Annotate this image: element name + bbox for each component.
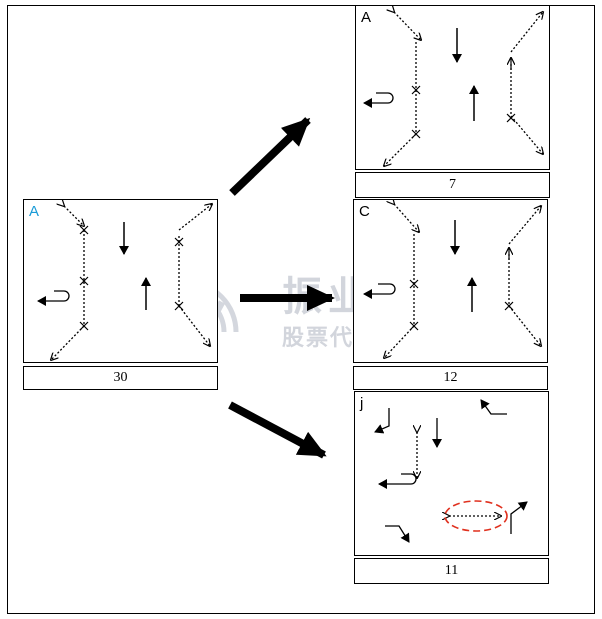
panel-main-tag: A bbox=[29, 203, 40, 220]
panel-top-diagram bbox=[363, 6, 551, 171]
panel-bottom-count: 11 bbox=[354, 558, 549, 584]
bent-arrow bbox=[385, 525, 410, 543]
diagonal-arrow-br bbox=[510, 115, 543, 154]
figure-frame bbox=[7, 5, 595, 614]
cross-mark bbox=[79, 276, 89, 286]
arrow-to-top-panel bbox=[229, 117, 311, 196]
panel-main: A bbox=[23, 199, 218, 363]
panel-top: A bbox=[355, 5, 550, 170]
cross-mark bbox=[506, 113, 516, 123]
panel-bottom-tag: j bbox=[360, 395, 364, 412]
panel-main-count: 30 bbox=[23, 366, 218, 390]
u-turn-arrow bbox=[363, 92, 394, 108]
cross-mark bbox=[174, 237, 184, 247]
diagonal-arrow-tr bbox=[510, 12, 543, 53]
bent-arrow bbox=[480, 399, 507, 415]
panel-top-tag: A bbox=[361, 9, 372, 26]
panel-top-count: 7 bbox=[355, 172, 550, 198]
panel-middle-diagram bbox=[363, 200, 549, 364]
cross-mark bbox=[504, 301, 514, 311]
diagonal-arrow-bl bbox=[384, 133, 417, 166]
panel-bottom: j bbox=[354, 391, 549, 556]
cross-mark bbox=[79, 225, 89, 235]
cross-mark bbox=[174, 301, 184, 311]
highlight-ellipse bbox=[444, 500, 508, 532]
diagonal-arrow-bl bbox=[384, 325, 415, 358]
u-turn-arrow bbox=[37, 290, 70, 306]
panel-bottom-diagram bbox=[374, 399, 528, 543]
panel-middle-count: 12 bbox=[353, 366, 548, 390]
u-turn-arrow bbox=[378, 473, 417, 489]
panel-middle: C bbox=[353, 199, 548, 363]
arrow-to-bottom-panel bbox=[228, 401, 327, 459]
diagonal-arrow-tl bbox=[394, 12, 421, 40]
cross-mark bbox=[409, 321, 419, 331]
bent-arrow bbox=[510, 501, 528, 534]
diagonal-arrow-tl bbox=[64, 206, 84, 226]
cross-mark bbox=[409, 279, 419, 289]
bent-arrow bbox=[374, 408, 390, 434]
panel-middle-tag: C bbox=[359, 203, 370, 220]
panel-main-diagram bbox=[37, 200, 219, 364]
diagonal-arrow-tr bbox=[508, 206, 541, 245]
cross-mark bbox=[79, 321, 89, 331]
u-turn-arrow bbox=[363, 283, 396, 299]
cross-mark bbox=[411, 129, 421, 139]
cross-mark bbox=[411, 85, 421, 95]
diagonal-arrow-br bbox=[178, 305, 210, 346]
diagonal-arrow-br bbox=[508, 305, 541, 346]
diagonal-arrow-tr bbox=[178, 204, 212, 231]
